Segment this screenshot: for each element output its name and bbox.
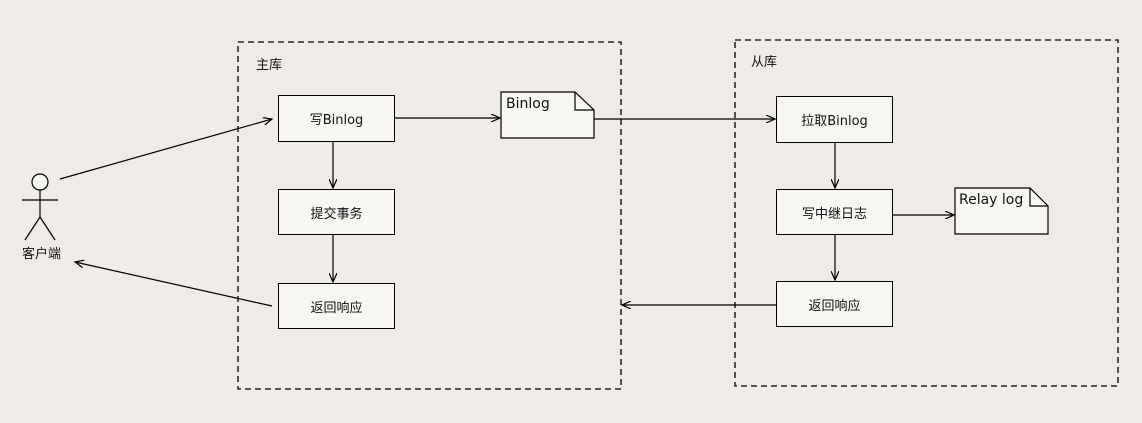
relay-log-document-fold [1029, 188, 1048, 207]
binlog-document-label: Binlog [506, 96, 550, 112]
pull-binlog-label: 拉取Binlog [801, 114, 868, 129]
binlog-document-fold [574, 92, 594, 111]
write-binlog-box: 写Binlog [278, 95, 395, 142]
actor-figure [22, 173, 58, 241]
relay-log-document-label: Relay log [959, 192, 1024, 208]
write-relay-log-label: 写中继日志 [801, 206, 867, 222]
arrow-client-to-write-binlog [59, 119, 272, 180]
master-response-label: 返回响应 [310, 300, 363, 316]
commit-transaction-label: 提交事务 [310, 206, 363, 222]
relay-log-document-shape [954, 187, 1049, 235]
arrow-response-to-client [75, 262, 273, 307]
pull-binlog-box: 拉取Binlog [776, 96, 893, 143]
master-group-frame [237, 41, 622, 390]
write-relay-log-box: 写中继日志 [776, 189, 893, 235]
master-response-box: 返回响应 [278, 283, 395, 329]
slave-response-box: 返回响应 [776, 281, 893, 327]
write-binlog-label: 写Binlog [309, 113, 364, 128]
slave-response-label: 返回响应 [808, 298, 861, 314]
actor-label: 客户端 [22, 247, 62, 262]
commit-transaction-box: 提交事务 [278, 189, 395, 235]
master-group-label: 主库 [256, 58, 283, 73]
binlog-document-shape [500, 91, 595, 139]
slave-group-frame [734, 39, 1119, 387]
slave-group-label: 从库 [751, 55, 778, 70]
